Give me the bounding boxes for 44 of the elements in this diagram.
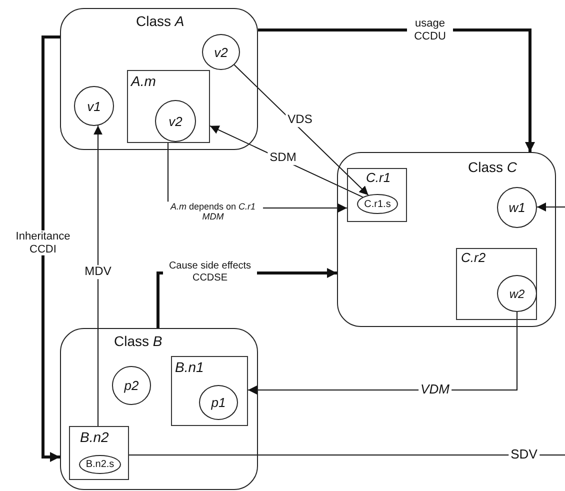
member-label: B.n1 [175,359,204,375]
edge-label: MDV [82,265,114,279]
member-box [171,356,248,426]
variable-label: v2 [168,114,182,128]
member-label: C.r2 [461,250,486,265]
class-container [337,152,556,327]
variable-circle [199,385,238,420]
variable-label: v2 [214,44,228,60]
member-box [456,248,537,320]
arrow [248,312,518,394]
variable-circle [155,100,196,142]
variable-circle [74,86,114,126]
arrow [234,64,369,196]
variable-label: C.r1.s [364,198,391,210]
variable-label: p1 [211,395,226,410]
variable-label: p2 [124,378,139,393]
member-label: C.r1 [366,170,391,185]
edge-label: VDS [286,113,314,127]
variable-circle [79,455,121,474]
variable-circle [357,194,398,214]
variable-label: v1 [87,98,101,114]
arrow [94,125,102,426]
arrow [536,202,565,212]
arrow [258,28,535,152]
variable-circle [112,366,151,405]
variable-circle [497,275,537,312]
member-box [69,426,129,480]
variable-label: B.n2.s [86,459,114,470]
edge-label: Cause side effects CCDSE [163,260,257,284]
class-title: Class A [136,13,184,29]
arrow [42,36,60,462]
member-box [127,70,210,143]
variable-label: w1 [508,200,526,215]
variable-label: w2 [509,286,525,300]
variable-circle [202,34,240,70]
member-label: A.m [131,73,156,89]
member-label: B.n2 [80,429,109,445]
edge-label: SDM [268,151,298,165]
class-container [60,8,258,150]
class-title: Class C [468,159,518,175]
class-container [60,328,258,490]
class-title: Class B [114,333,162,349]
variable-circle [497,187,537,228]
member-box [347,168,407,222]
